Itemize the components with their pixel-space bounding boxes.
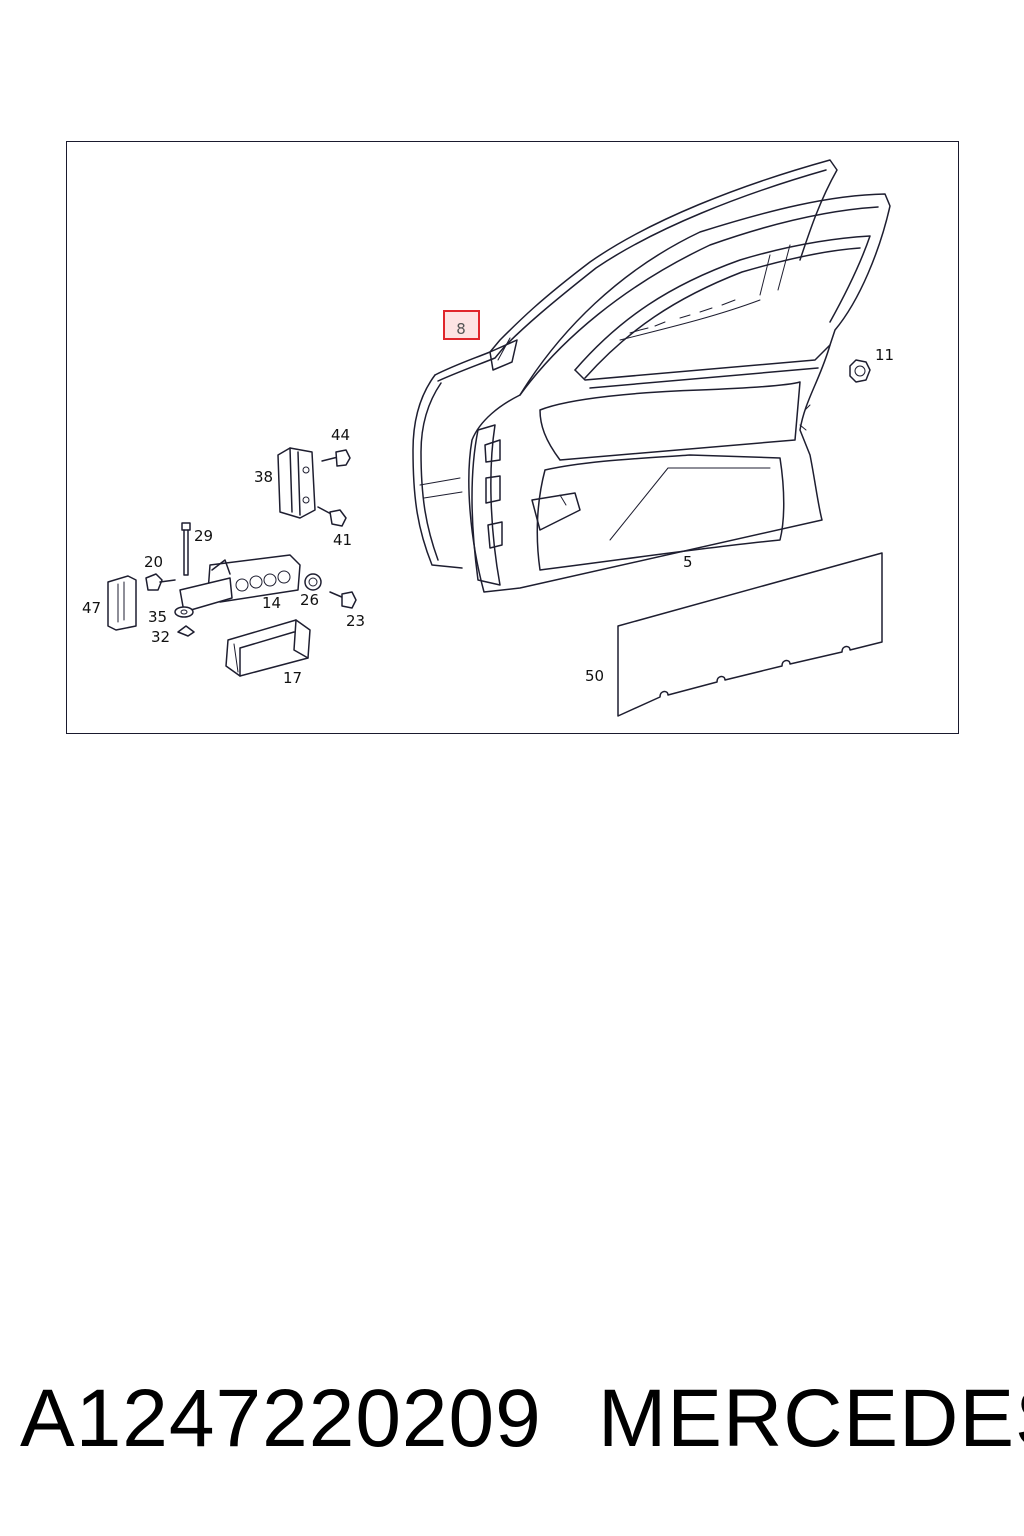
bolt-44 bbox=[321, 449, 351, 467]
callout-5: 5 bbox=[683, 553, 693, 571]
ring-26 bbox=[304, 573, 322, 591]
callout-47: 47 bbox=[82, 599, 101, 617]
washer-35 bbox=[174, 606, 194, 618]
clip-32 bbox=[177, 625, 195, 637]
housing-17 bbox=[225, 619, 311, 677]
bolt-41 bbox=[317, 506, 347, 527]
door-check-14 bbox=[179, 554, 301, 613]
door-seal-outer bbox=[412, 159, 838, 569]
callout-44: 44 bbox=[331, 426, 350, 444]
callout-50: 50 bbox=[585, 667, 604, 685]
hinge-38 bbox=[277, 447, 316, 519]
callout-32: 32 bbox=[151, 628, 170, 646]
callout-35: 35 bbox=[148, 608, 167, 626]
diagram-frame bbox=[66, 141, 959, 734]
brand-name: MERCEDES bbox=[598, 1373, 1024, 1464]
callout-8[interactable]: 8 bbox=[456, 320, 466, 338]
foil-50 bbox=[617, 552, 883, 717]
callout-8-highlight[interactable] bbox=[443, 310, 480, 340]
buffer-47 bbox=[107, 575, 137, 631]
callout-17: 17 bbox=[283, 669, 302, 687]
callout-11: 11 bbox=[875, 346, 894, 364]
callout-20: 20 bbox=[144, 553, 163, 571]
callout-38: 38 bbox=[254, 468, 273, 486]
bolt-23 bbox=[329, 591, 357, 609]
callout-14: 14 bbox=[262, 594, 281, 612]
pin-29 bbox=[181, 522, 191, 576]
door-shell bbox=[468, 193, 891, 593]
callout-29: 29 bbox=[194, 527, 213, 545]
nut-11 bbox=[849, 359, 871, 383]
callout-26: 26 bbox=[300, 591, 319, 609]
callout-41: 41 bbox=[333, 531, 352, 549]
callout-23: 23 bbox=[346, 612, 365, 630]
part-number: A1247220209 bbox=[20, 1373, 542, 1464]
bolt-20 bbox=[145, 573, 176, 591]
